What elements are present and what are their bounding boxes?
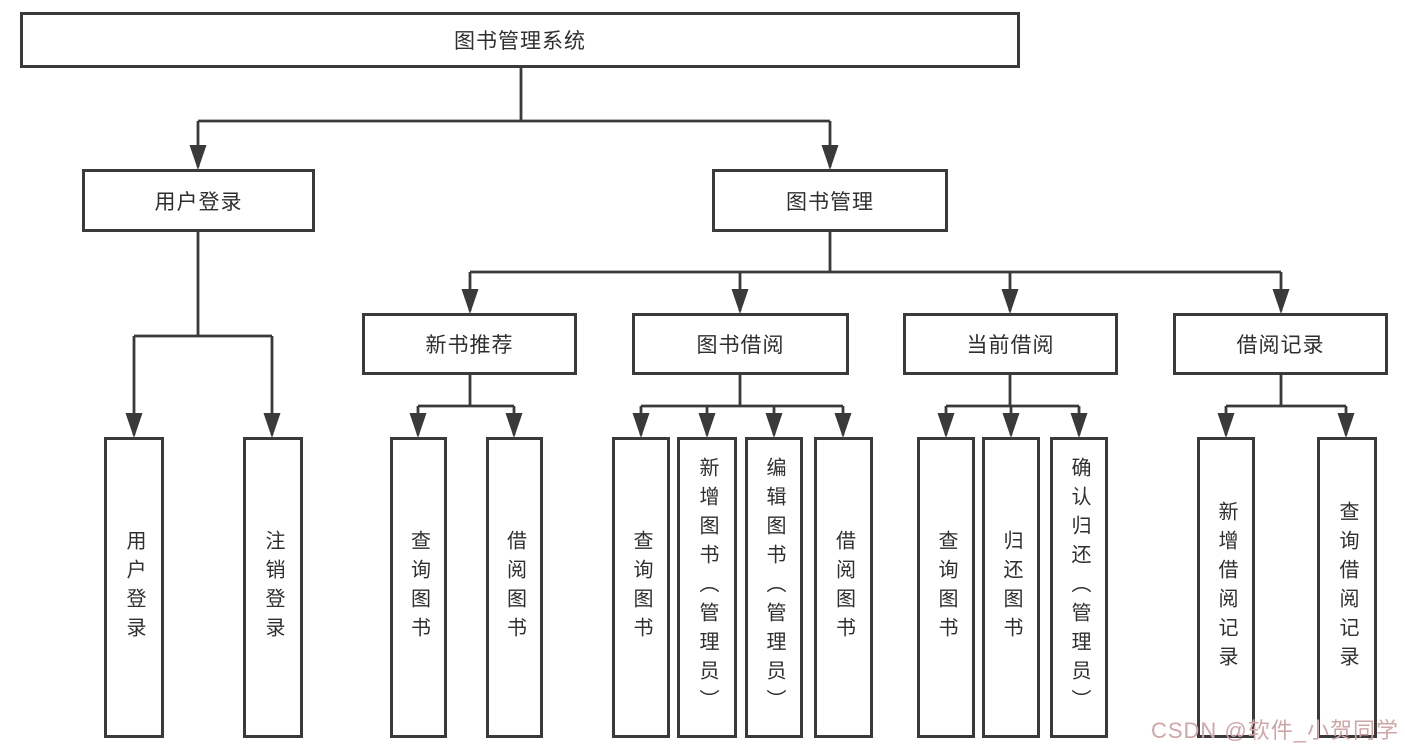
node-user-login: 用户登录 [82, 169, 315, 232]
leaf-return-books-label: 归还图书 [1000, 529, 1022, 646]
leaf-edit-book-admin: 编辑图书（管理员） [745, 437, 803, 738]
leaf-query-borrow-record: 查询借阅记录 [1317, 437, 1377, 738]
node-current-borrow: 当前借阅 [903, 313, 1118, 375]
leaf-add-borrow-record-label: 新增借阅记录 [1215, 500, 1237, 675]
leaf-return-books: 归还图书 [982, 437, 1040, 738]
leaf-logout: 注销登录 [243, 437, 303, 738]
leaf-user-login-label: 用户登录 [123, 529, 145, 646]
leaf-add-borrow-record: 新增借阅记录 [1197, 437, 1255, 738]
node-book-borrow: 图书借阅 [632, 313, 849, 375]
leaf-user-login: 用户登录 [104, 437, 164, 738]
leaf-confirm-return-admin: 确认归还（管理员） [1050, 437, 1108, 738]
leaf-query-borrow-record-label: 查询借阅记录 [1336, 500, 1358, 675]
leaf-borrow-books-label: 借阅图书 [832, 529, 855, 646]
leaf-add-book-admin-label: 新增图书（管理员） [696, 457, 718, 718]
leaf-query-books-current-label: 查询图书 [935, 529, 957, 646]
leaf-logout-label: 注销登录 [262, 529, 284, 646]
leaf-query-books-recommend-label: 查询图书 [407, 529, 430, 646]
leaf-confirm-return-admin-label: 确认归还（管理员） [1068, 457, 1090, 718]
leaf-borrow-books: 借阅图书 [814, 437, 873, 738]
leaf-query-books-borrow: 查询图书 [612, 437, 670, 738]
leaf-query-books-current: 查询图书 [917, 437, 975, 738]
leaf-add-book-admin: 新增图书（管理员） [677, 437, 737, 738]
leaf-borrow-books-recommend: 借阅图书 [486, 437, 543, 738]
node-book-management: 图书管理 [712, 169, 948, 232]
leaf-query-books-recommend: 查询图书 [390, 437, 447, 738]
leaf-query-books-borrow-label: 查询图书 [630, 529, 652, 646]
leaf-edit-book-admin-label: 编辑图书（管理员） [763, 457, 785, 718]
node-new-book-recommend: 新书推荐 [362, 313, 577, 375]
node-borrow-records: 借阅记录 [1173, 313, 1388, 375]
leaf-borrow-books-recommend-label: 借阅图书 [503, 529, 526, 646]
csdn-watermark: CSDN @软件_小贺同学 [1150, 718, 1399, 743]
node-book-management-system: 图书管理系统 [20, 12, 1020, 68]
